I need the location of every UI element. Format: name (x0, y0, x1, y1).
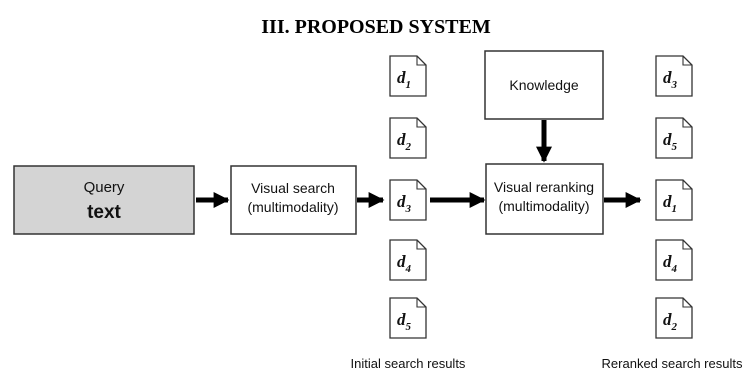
document-label: d2 (397, 130, 412, 153)
document-label: d4 (397, 252, 412, 275)
document-icon: d4 (389, 239, 427, 281)
document-label: d3 (663, 68, 678, 91)
knowledge-label: Knowledge (509, 77, 578, 93)
document-label: d2 (663, 310, 678, 333)
document-icon: d3 (655, 55, 693, 97)
visual-search-box: Visual search (multimodality) (230, 165, 357, 235)
initial-results-caption: Initial search results (351, 356, 466, 371)
document-icon: d1 (389, 55, 427, 97)
document-label: d5 (663, 130, 678, 153)
document-icon: d2 (655, 297, 693, 339)
visual-search-sublabel: (multimodality) (247, 199, 338, 215)
section-title: III. PROPOSED SYSTEM (261, 16, 491, 38)
document-icon: d5 (655, 117, 693, 159)
document-label: d1 (663, 192, 677, 215)
document-label: d1 (397, 68, 411, 91)
initial-results-column: d1 d2 d3 d4 d5 (389, 55, 427, 339)
document-label: d5 (397, 310, 412, 333)
visual-reranking-label: Visual reranking (494, 179, 594, 195)
visual-reranking-sublabel: (multimodality) (498, 198, 589, 214)
document-icon: d3 (389, 179, 427, 221)
document-icon: d5 (389, 297, 427, 339)
document-label: d3 (397, 192, 412, 215)
document-icon: d4 (655, 239, 693, 281)
reranked-results-column: d3 d5 d1 d4 d2 (655, 55, 693, 339)
document-label: d4 (663, 252, 678, 275)
document-icon: d2 (389, 117, 427, 159)
document-icon: d1 (655, 179, 693, 221)
knowledge-box: Knowledge (484, 50, 604, 120)
visual-reranking-box: Visual reranking (multimodality) (485, 163, 604, 235)
visual-search-label: Visual search (251, 180, 335, 196)
query-text-label: text (87, 202, 121, 223)
query-label: Query (84, 179, 125, 196)
reranked-results-caption: Reranked search results (602, 356, 743, 371)
query-box: Query text (13, 165, 195, 235)
